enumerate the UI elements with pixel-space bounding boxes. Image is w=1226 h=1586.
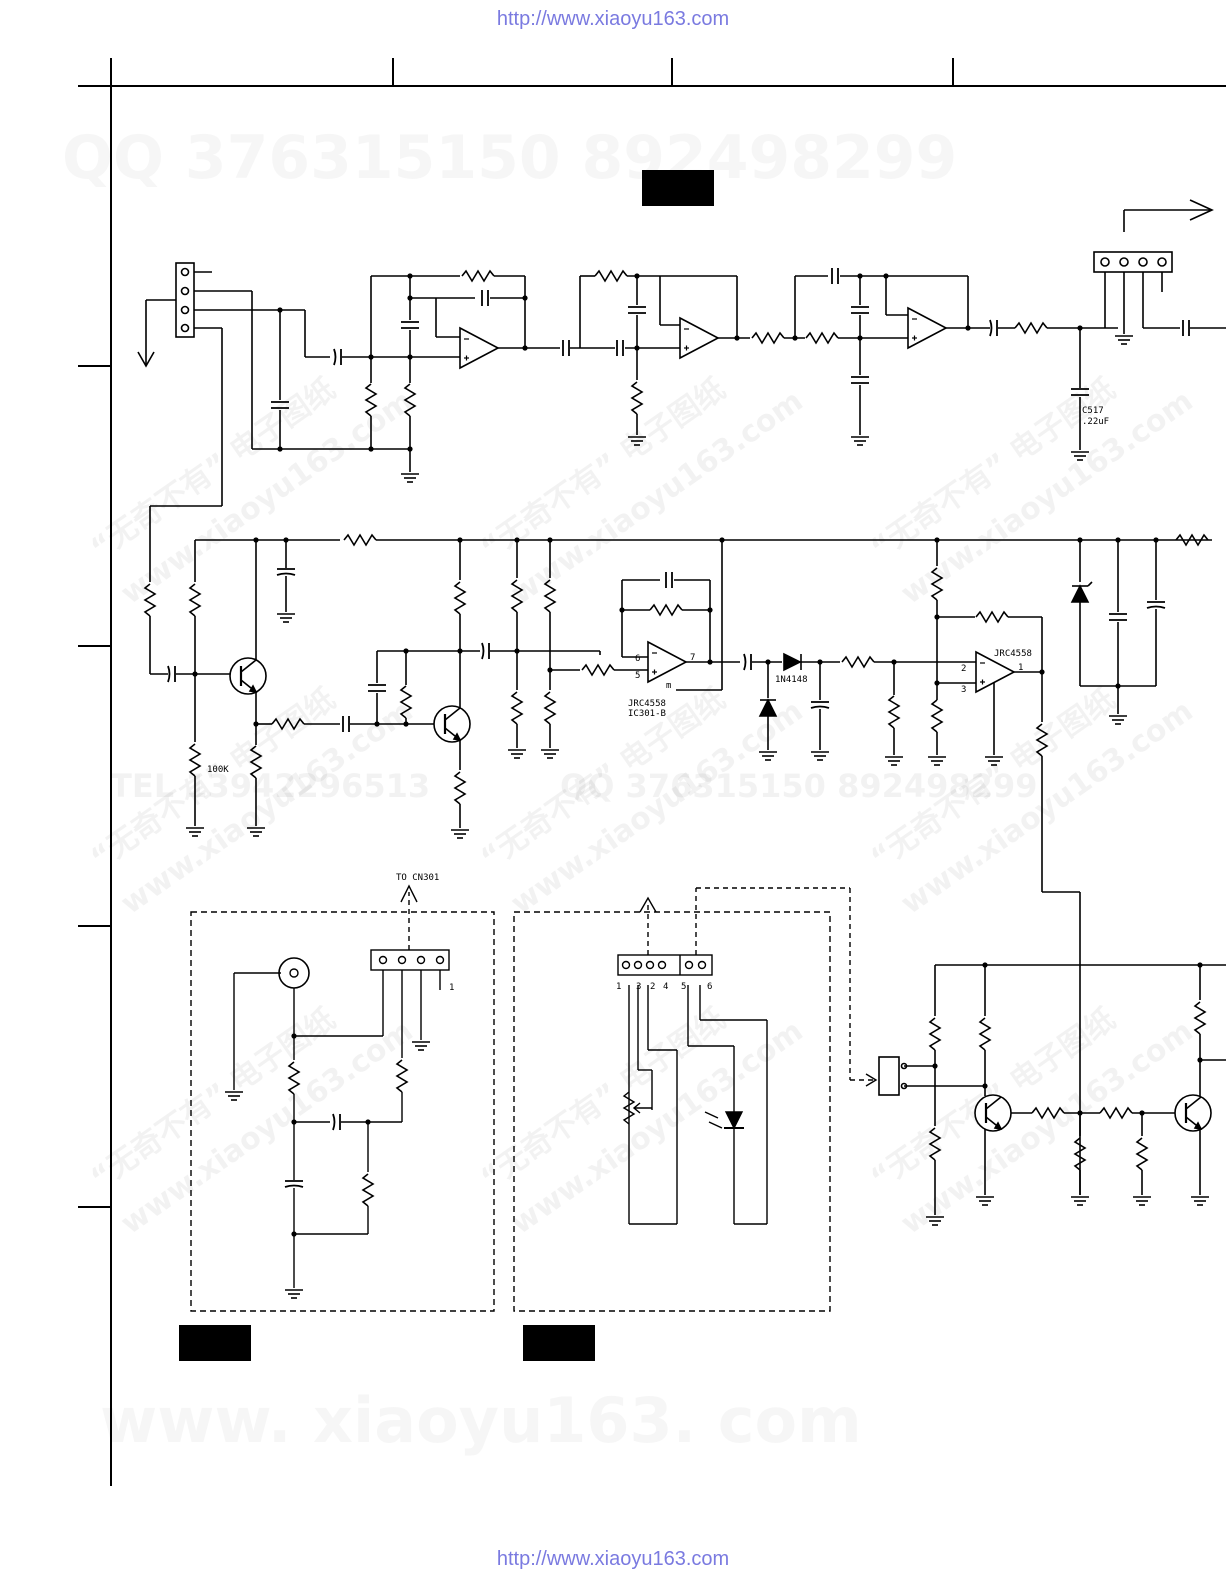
ic2-pin1: 1 <box>1018 663 1023 673</box>
cn2-pin-a: 1 <box>616 982 621 992</box>
middle-amplifier-stage <box>144 506 1212 1195</box>
left-board-connector <box>370 949 450 971</box>
c517-label: C517 <box>1082 406 1104 416</box>
ic1-pin6: 6 <box>635 654 640 664</box>
ic2-pin2: 2 <box>961 664 966 674</box>
r-100k-label: 100K <box>207 765 229 775</box>
ic2-pin3: 3 <box>961 685 966 695</box>
watermark-site: www. xiaoyu163. com <box>100 1384 862 1457</box>
sub-board-left <box>190 911 495 1312</box>
cn-pin1-label: 1 <box>449 983 454 993</box>
cn2-pin-b: 3 <box>636 982 641 992</box>
c517-value: .22uF <box>1082 417 1109 427</box>
cn2-pin-d: 4 <box>663 982 668 992</box>
cn2-pin-f: 6 <box>707 982 712 992</box>
ic1-pin-m: m <box>666 681 671 691</box>
section-tag-left <box>179 1325 251 1361</box>
ic2-label: JRC4558 <box>994 649 1032 659</box>
footer-url[interactable]: http://www.xiaoyu163.com <box>496 1548 730 1570</box>
page-frame <box>78 58 1226 1486</box>
ic1-label: JRC4558 <box>628 699 666 709</box>
watermark-tel: TEL 13942296513 <box>110 767 430 805</box>
relay-connector <box>878 1056 900 1096</box>
header-url[interactable]: http://www.xiaoyu163.com <box>496 8 730 30</box>
diagonal-watermarks: “无奇不有” 电子图纸 www.xiaoyu163.com “无奇不有” 电子图… <box>85 372 1200 1242</box>
middle-junction-dots <box>192 537 1159 727</box>
ic1-pin5: 5 <box>635 671 640 681</box>
to-cn301-label: TO CN301 <box>396 873 439 883</box>
jack-icon <box>278 957 310 989</box>
watermark-qq: QQ 376315150 892498299 <box>62 123 957 193</box>
diode-label: 1N4148 <box>775 675 808 685</box>
ic1-pin7: 7 <box>690 653 695 663</box>
section-tag-mid <box>523 1325 595 1361</box>
ic1-ref: IC301-B <box>628 709 666 719</box>
top-right-connector <box>1093 251 1173 273</box>
bottom-sub-boards <box>190 884 878 1312</box>
sub-board-mid <box>513 911 831 1312</box>
bottom-right-driver <box>878 964 1226 1226</box>
watermark-qq-mid: QQ 376315150 892498299 <box>560 767 1037 805</box>
section-tag-top <box>642 170 714 206</box>
cn2-pin-c: 2 <box>650 982 655 992</box>
cn2-pin-e: 5 <box>681 982 686 992</box>
input-connector <box>175 262 195 338</box>
